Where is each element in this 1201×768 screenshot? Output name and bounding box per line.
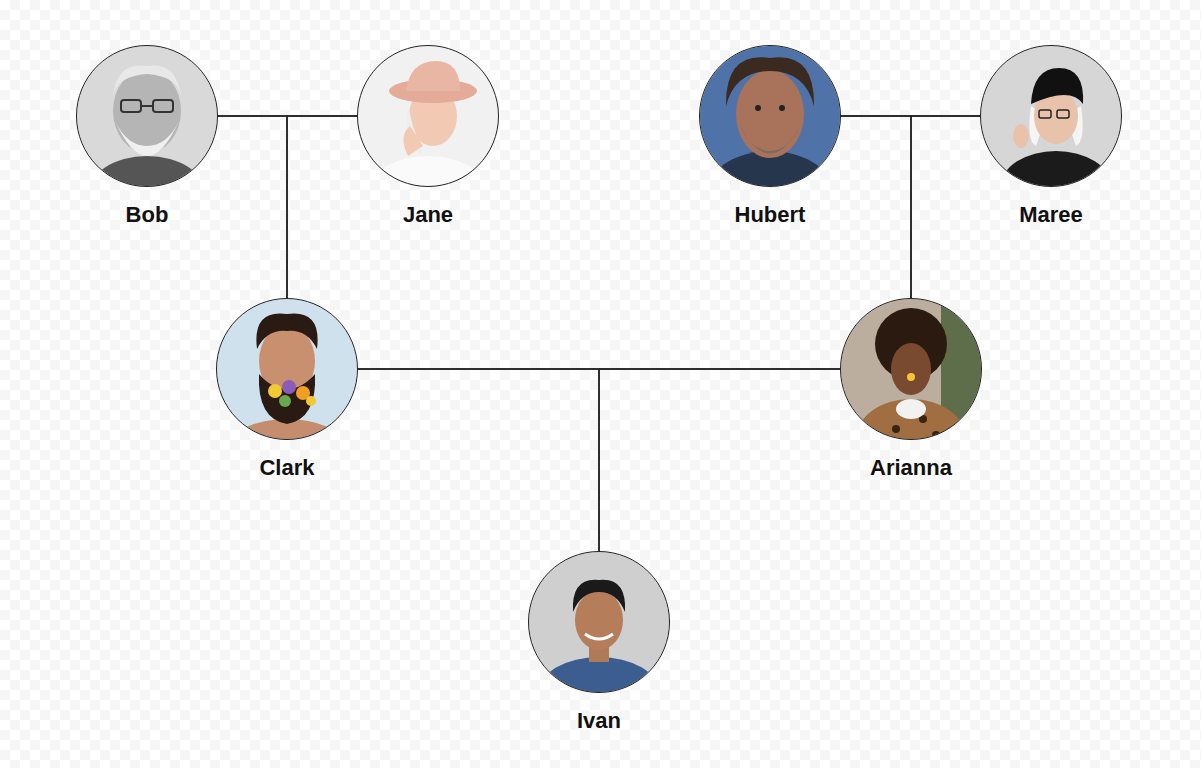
portrait <box>529 552 669 727</box>
portrait-circle <box>980 45 1122 187</box>
person-name: Bob <box>66 202 228 228</box>
person-name: Jane <box>347 202 509 228</box>
portrait <box>358 46 498 216</box>
person-name: Clark <box>206 455 368 481</box>
portrait <box>981 46 1121 221</box>
portrait-circle <box>699 45 841 187</box>
family-line <box>911 116 980 298</box>
portrait-circle <box>528 551 670 693</box>
person-name: Ivan <box>518 708 680 734</box>
person-node: Ivan <box>518 551 680 734</box>
family-line <box>358 369 599 551</box>
person-node: Arianna <box>830 298 992 481</box>
portrait-circle <box>76 45 218 187</box>
person-node: Hubert <box>689 45 851 228</box>
person-name: Maree <box>970 202 1132 228</box>
family-line <box>218 116 287 298</box>
family-line <box>287 116 357 298</box>
portrait <box>217 299 357 469</box>
family-line <box>841 116 911 298</box>
portrait-circle <box>216 298 358 440</box>
person-name: Hubert <box>689 202 851 228</box>
portrait-circle <box>357 45 499 187</box>
portrait-circle <box>840 298 982 440</box>
person-node: Maree <box>970 45 1132 228</box>
person-node: Bob <box>66 45 228 228</box>
person-node: Clark <box>206 298 368 481</box>
family-line <box>599 369 840 551</box>
person-name: Arianna <box>830 455 992 481</box>
person-node: Jane <box>347 45 509 228</box>
portrait <box>841 299 981 479</box>
